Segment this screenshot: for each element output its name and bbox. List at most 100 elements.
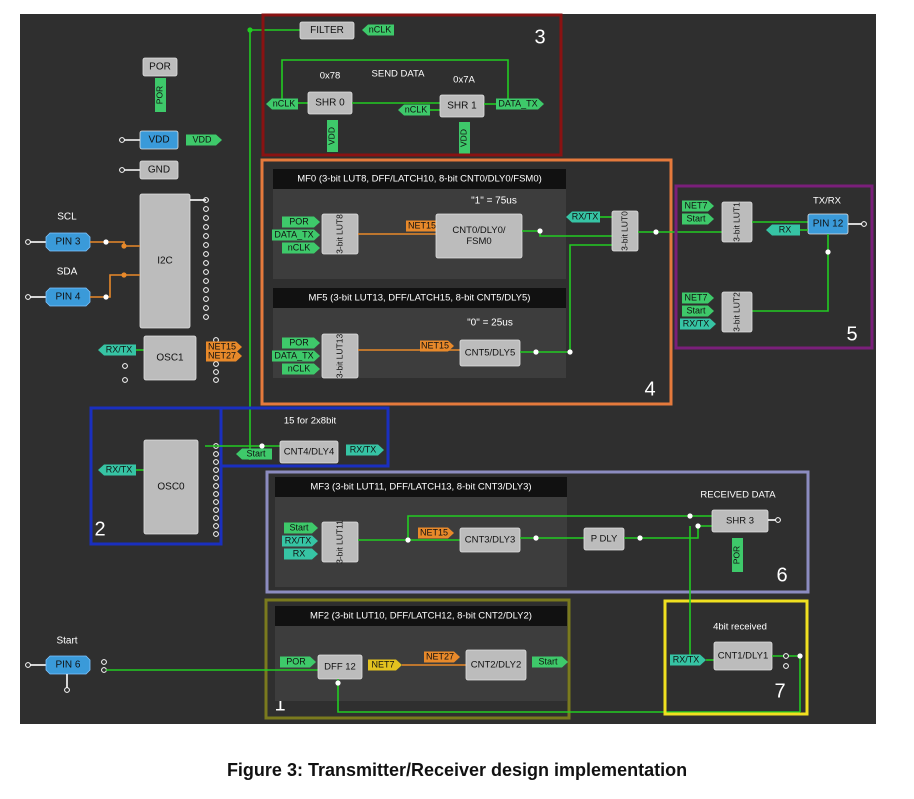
region-1 [264,598,571,720]
net-tag-rxtx-mf0 [566,211,600,223]
pin-terminal [213,369,219,375]
cnt0-block-label: CNT0/DLY0/ [452,225,506,236]
pin-terminal [203,242,209,248]
net-tag-start-cnt4 [236,448,272,460]
filter-block-label: FILTER [310,25,344,36]
net-tag-net7-lut1-text: NET7 [684,200,707,210]
osc1-block[interactable] [143,335,197,381]
pin12-block-label: PIN 12 [813,219,844,230]
net-tag-start-cnt2 [532,656,568,668]
region-5 [674,184,874,350]
label-send-data: SEND DATA [372,69,426,80]
net-tag-net15-mf0-text: NET15 [408,220,436,230]
net-tag-rx-lut11 [284,548,318,560]
net-tag-vdd-text: VDD [192,134,212,144]
lut2-block[interactable] [721,291,753,333]
net-tag-nclk-mf0-text: nCLK [288,242,311,252]
junction-dot [533,349,539,355]
pin-terminal [119,167,125,173]
pdly-block[interactable] [583,527,625,551]
wire [520,244,612,353]
net-tag-rxtx-osc1-text: RX/TX [106,344,133,354]
lut1-block-label: 3-bit LUT1 [731,202,741,242]
cnt3-block[interactable] [459,527,521,553]
cnt4-block-label: CNT4/DLY4 [284,447,335,458]
cnt2-block[interactable] [465,649,527,681]
cnt0-block-label: FSM0 [466,236,491,247]
pin-terminal [203,296,209,302]
dff12-block[interactable] [317,654,363,680]
net-tag-data-tx-text: DATA_TX [498,98,537,108]
region-2-number: 2 [94,518,105,540]
cnt5-block-label: CNT5/DLY5 [465,348,516,359]
label-txrx: TX/RX [813,196,842,207]
junction-dot [537,228,543,234]
region-3-number: 3 [534,26,545,48]
net-tag-por-mf5-text: POR [289,337,309,347]
junction-dot [533,535,539,541]
region-2 [89,406,223,546]
osc0-block[interactable] [143,439,199,535]
cnt4-block[interactable] [279,440,339,464]
vdd-block[interactable] [139,130,179,150]
net-tag-nclk-filter-text: nCLK [369,24,392,34]
pin4[interactable] [45,287,91,307]
net-tag-vdd-shr0 [327,120,338,152]
net-tag-rxtx-cnt1-text: RX/TX [673,654,700,664]
shr1-block[interactable] [439,94,485,118]
net-tag-nclk-mf5 [282,363,320,375]
pin3[interactable] [45,232,91,252]
pin-terminal [213,459,219,465]
net-tag-start-lut11-text: Start [289,522,309,532]
pin-terminal [783,663,789,669]
region-7 [663,599,809,716]
net-tag-por-power-text: POR [154,86,164,104]
pin-terminal [775,517,781,523]
net-tag-vdd [186,134,222,146]
net-tag-data-tx-mf0-text: DATA_TX [274,229,313,239]
gnd-block[interactable] [139,160,179,180]
label-scl-box [55,210,79,223]
region-7-number: 7 [774,680,785,702]
wire [752,234,829,312]
shr0-block-label: SHR 0 [315,98,345,109]
shr3-block[interactable] [711,509,769,533]
junction-dot [405,537,411,543]
wire [337,679,800,713]
figure-caption: Figure 3: Transmitter/Receiver design im… [226,760,688,780]
cnt0-block[interactable] [435,213,523,259]
lut13-block[interactable] [321,333,359,379]
cnt5-block[interactable] [459,339,521,367]
net-tag-net15-osc1 [206,341,242,353]
junction-dot [567,349,573,355]
lut11-block-label: 3-bit LUT11 [334,520,344,564]
net-tag-nclk-mf0 [282,242,320,254]
net-tag-rx-pin12 [766,224,800,236]
pin-terminal [203,314,209,320]
cnt2-block-label: CNT2/DLY2 [471,660,522,671]
filter-block[interactable] [299,21,355,40]
region-4 [260,158,673,406]
lut8-block-label: 3-bit LUT8 [334,214,344,254]
por-block-label: POR [149,62,171,73]
net-tag-nclk-filter [362,24,394,36]
cnt3-block-label: CNT3/DLY3 [465,535,516,546]
junction-dot [695,523,701,529]
net-tag-net27-mf2-text: NET27 [426,651,454,661]
pin-terminal [203,305,209,311]
net-tag-rx-lut11-text: RX [293,548,306,558]
net-tag-por-mf5 [282,337,320,349]
lut0-block[interactable] [611,210,639,252]
net-tag-data-tx-mf5-text: DATA_TX [274,350,313,360]
junction-dot [259,443,265,449]
pin6[interactable] [45,655,91,675]
shr3-block-label: SHR 3 [726,516,754,527]
region-5-number: 5 [846,323,857,345]
i2c-block[interactable] [139,193,191,329]
pin6-label: PIN 6 [55,660,80,671]
por-block[interactable] [142,57,178,77]
net-tag-net15-osc1-text: NET15 [208,341,236,351]
label-sda: SDA [57,267,78,278]
pin-terminal [783,653,789,659]
lut11-block[interactable] [321,521,359,563]
